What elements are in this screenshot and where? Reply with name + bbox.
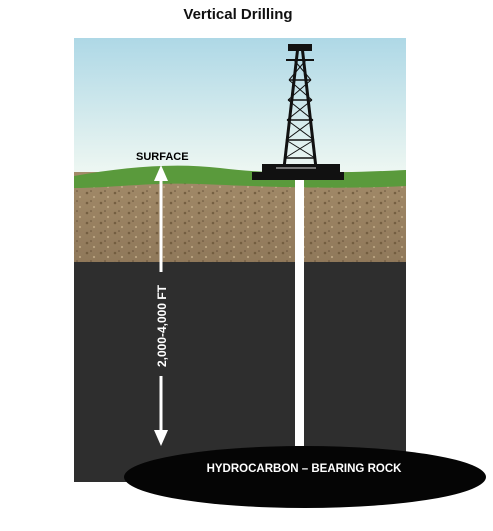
diagram-title: Vertical Drilling bbox=[183, 6, 293, 23]
soil-texture bbox=[74, 180, 406, 263]
hydrocarbon-reservoir bbox=[124, 446, 486, 508]
rig-platform bbox=[252, 172, 344, 180]
sky bbox=[74, 38, 406, 173]
grass-surface bbox=[74, 165, 406, 188]
arrow-down-icon bbox=[154, 430, 168, 446]
bedrock-layer bbox=[74, 262, 406, 482]
arrow-up-icon bbox=[154, 165, 168, 181]
depth-label: 2,000-4,000 FT bbox=[155, 284, 169, 367]
drilling-rig-icon bbox=[282, 45, 318, 169]
surface-label: SURFACE bbox=[136, 151, 189, 163]
wellbore bbox=[295, 178, 304, 446]
depth-label-background bbox=[153, 272, 169, 376]
derrick-crown bbox=[288, 44, 312, 51]
reservoir-label: HYDROCARBON – BEARING ROCK bbox=[207, 463, 403, 475]
rig-platform-stripe bbox=[276, 167, 316, 169]
